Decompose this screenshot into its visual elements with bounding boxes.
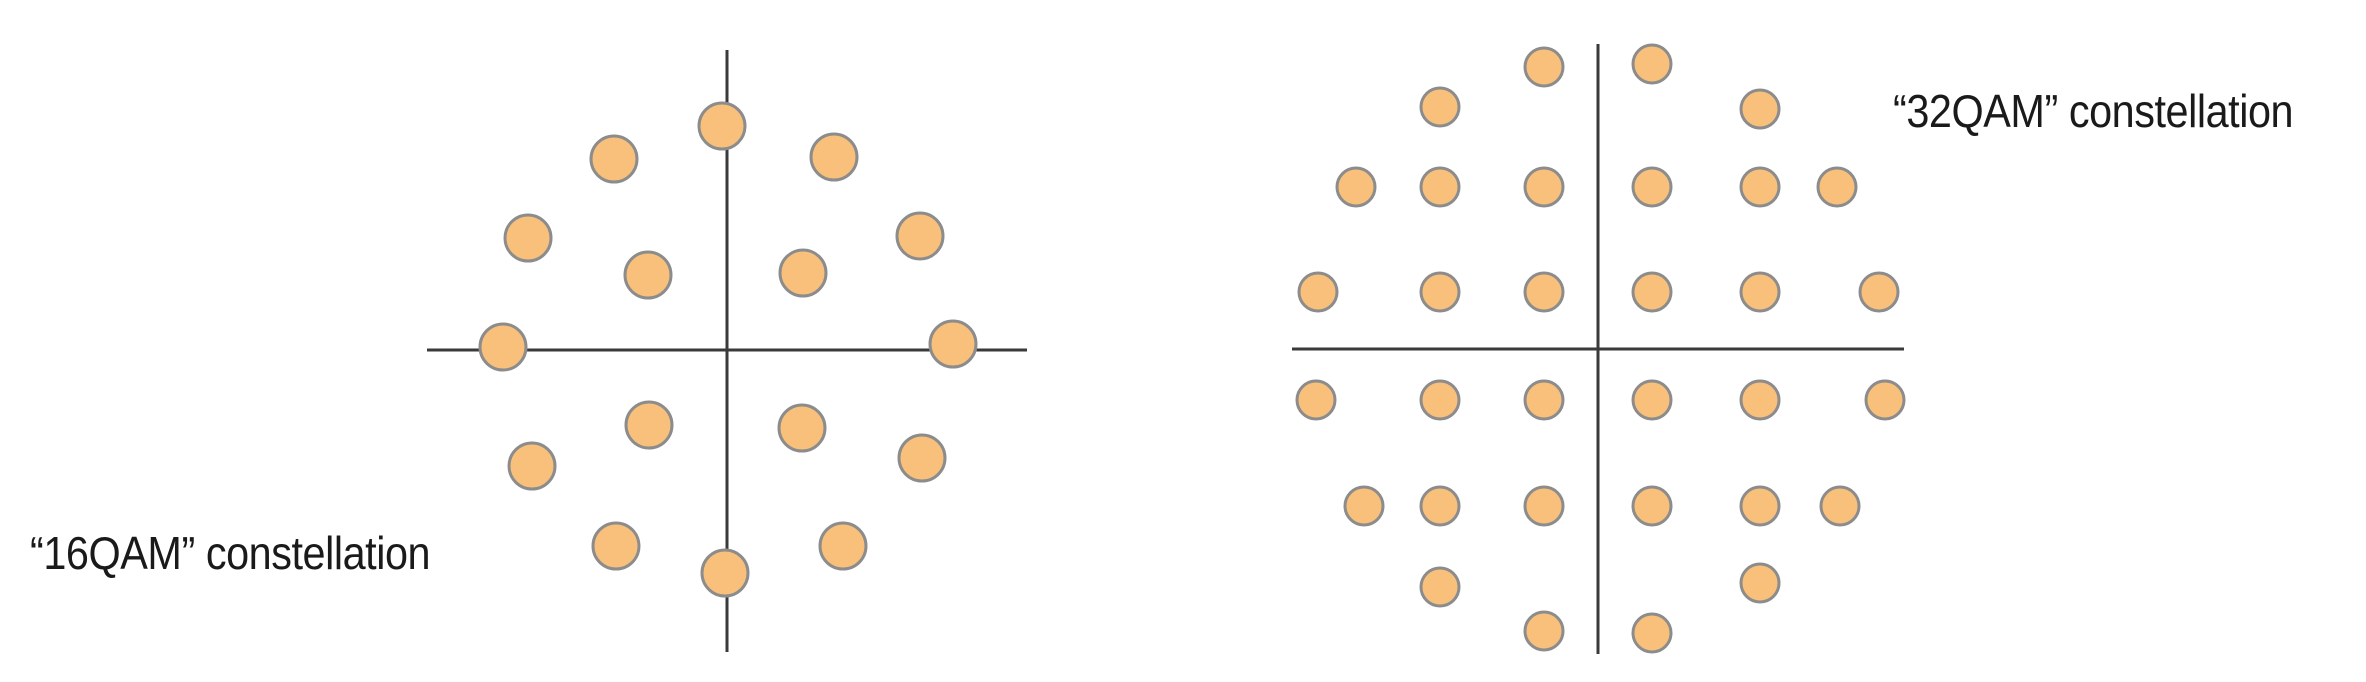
qam32-constellation	[1292, 43, 1906, 654]
qam16-point-14	[591, 521, 641, 571]
qam16-point-11	[777, 403, 827, 453]
qam32-point-9	[1739, 166, 1781, 208]
qam32-point-20	[1631, 379, 1673, 421]
qam16-point-4	[503, 213, 553, 263]
qam32-point-23	[1343, 485, 1385, 527]
qam32-point-10	[1816, 166, 1858, 208]
qam32-point-7	[1523, 166, 1565, 208]
qam16-point-5	[895, 211, 945, 261]
qam32-point-1	[1523, 46, 1565, 88]
qam16-point-3	[809, 132, 859, 182]
qam32-point-13	[1523, 271, 1565, 313]
qam16-point-9	[928, 319, 978, 369]
qam32-point-31	[1523, 610, 1565, 652]
qam32-point-28	[1819, 485, 1861, 527]
qam32-point-26	[1631, 485, 1673, 527]
qam16-point-7	[778, 248, 828, 298]
qam32-point-3	[1419, 86, 1461, 128]
qam32-point-12	[1419, 271, 1461, 313]
qam32-point-14	[1631, 271, 1673, 313]
qam32-point-17	[1295, 379, 1337, 421]
qam32-point-5	[1335, 166, 1377, 208]
qam32-point-29	[1419, 566, 1461, 608]
qam32-point-2	[1631, 43, 1673, 85]
qam32-point-22	[1864, 379, 1906, 421]
qam32-point-32	[1631, 612, 1673, 654]
qam16-point-10	[624, 400, 674, 450]
qam16-point-16	[700, 548, 750, 598]
qam16-point-12	[507, 441, 557, 491]
qam16-point-1	[697, 101, 747, 151]
qam32-point-27	[1739, 485, 1781, 527]
qam16-point-15	[818, 521, 868, 571]
qam32-label: “32QAM” constellation	[1893, 85, 2294, 137]
qam16-point-2	[589, 134, 639, 184]
qam32-point-24	[1419, 485, 1461, 527]
qam16-point-13	[897, 433, 947, 483]
qam32-point-25	[1523, 485, 1565, 527]
qam16-label: “16QAM” constellation	[30, 527, 431, 579]
qam16-points	[478, 101, 978, 598]
qam32-point-21	[1739, 379, 1781, 421]
qam32-point-15	[1739, 271, 1781, 313]
qam16-point-8	[478, 322, 528, 372]
qam32-point-6	[1419, 166, 1461, 208]
qam16-point-6	[623, 250, 673, 300]
qam32-points	[1295, 43, 1906, 654]
qam32-point-18	[1419, 379, 1461, 421]
qam32-point-11	[1297, 271, 1339, 313]
qam32-point-19	[1523, 379, 1565, 421]
qam32-point-8	[1631, 166, 1673, 208]
qam32-point-30	[1739, 562, 1781, 604]
qam32-point-4	[1739, 88, 1781, 130]
qam16-constellation	[427, 50, 1027, 652]
qam32-point-16	[1858, 271, 1900, 313]
